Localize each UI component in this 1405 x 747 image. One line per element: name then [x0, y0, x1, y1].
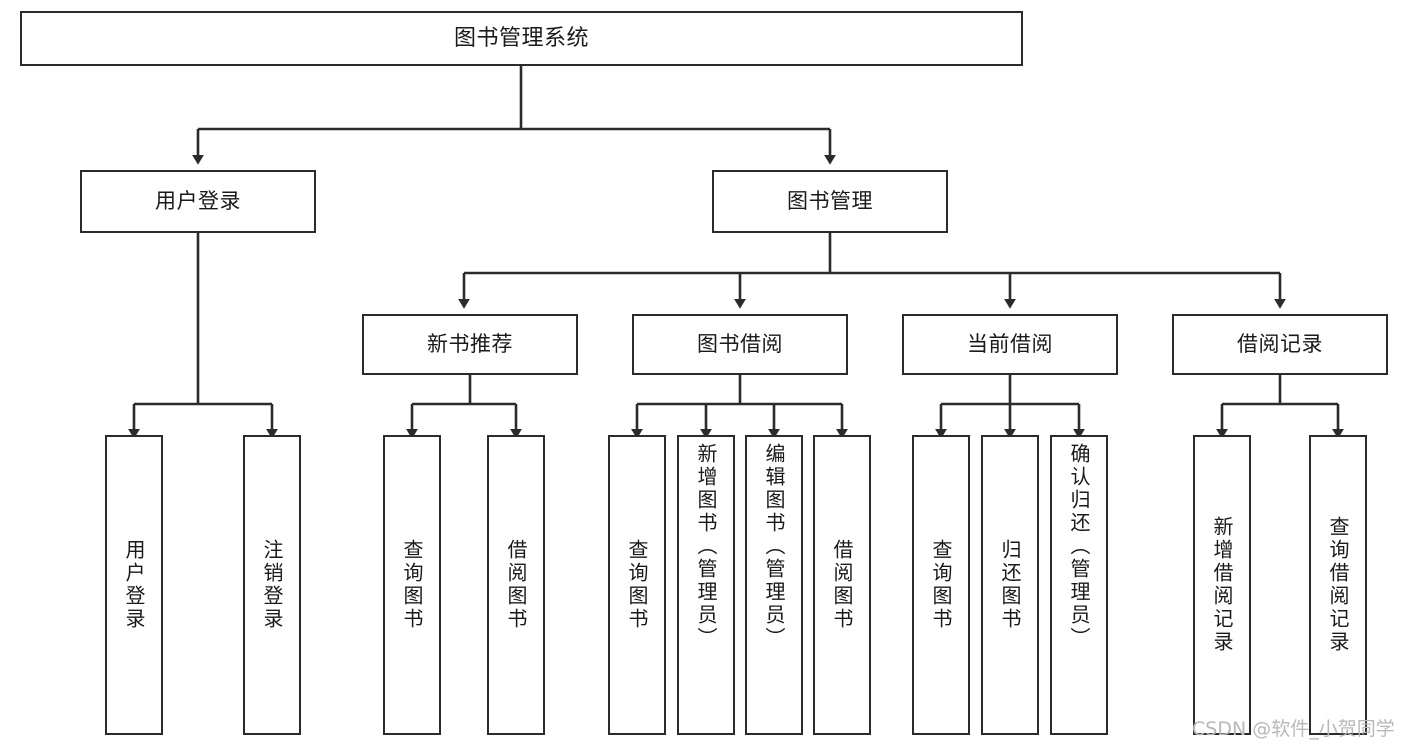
- node-leaf-add-record[interactable]: 新增借阅记录: [1193, 435, 1251, 735]
- node-leaf-return-book[interactable]: 归还图书: [981, 435, 1039, 735]
- node-current-borrow[interactable]: 当前借阅: [902, 314, 1118, 375]
- node-label: 图书管理系统: [453, 25, 589, 51]
- node-borrow-record[interactable]: 借阅记录: [1172, 314, 1388, 375]
- node-leaf-borrow-book-2[interactable]: 借阅图书: [813, 435, 871, 735]
- node-label: 当前借阅: [967, 332, 1053, 357]
- node-book-management[interactable]: 图书管理: [712, 170, 948, 233]
- node-leaf-add-book[interactable]: 新增图书（管理员）: [677, 435, 735, 735]
- node-book-borrow[interactable]: 图书借阅: [632, 314, 848, 375]
- node-label: 图书借阅: [697, 332, 783, 357]
- node-leaf-query-book-1[interactable]: 查询图书: [383, 435, 441, 735]
- node-label: 查询图书: [929, 539, 953, 631]
- node-leaf-user-login[interactable]: 用户登录: [105, 435, 163, 735]
- node-label: 新增借阅记录: [1210, 516, 1234, 654]
- node-label: 图书管理: [787, 189, 873, 214]
- node-label: 借阅图书: [830, 539, 854, 631]
- node-leaf-query-record[interactable]: 查询借阅记录: [1309, 435, 1367, 735]
- node-label: 用户登录: [122, 539, 146, 631]
- node-user-login[interactable]: 用户登录: [80, 170, 316, 233]
- node-label: 查询图书: [625, 539, 649, 631]
- node-label: 用户登录: [155, 189, 241, 214]
- node-leaf-confirm-return[interactable]: 确认归还（管理员）: [1050, 435, 1108, 735]
- node-leaf-query-book-2[interactable]: 查询图书: [608, 435, 666, 735]
- node-leaf-borrow-book-1[interactable]: 借阅图书: [487, 435, 545, 735]
- node-root-system[interactable]: 图书管理系统: [20, 11, 1023, 66]
- node-label: 新书推荐: [427, 332, 513, 357]
- node-new-book-recommend[interactable]: 新书推荐: [362, 314, 578, 375]
- node-leaf-logout-login[interactable]: 注销登录: [243, 435, 301, 735]
- node-label: 借阅记录: [1237, 332, 1323, 357]
- node-label: 注销登录: [260, 539, 284, 631]
- csdn-watermark: CSDN @软件_小贺同学: [1192, 718, 1395, 740]
- node-label: 编辑图书（管理员）: [762, 443, 786, 650]
- node-leaf-edit-book[interactable]: 编辑图书（管理员）: [745, 435, 803, 735]
- node-label: 归还图书: [998, 539, 1022, 631]
- node-label: 确认归还（管理员）: [1067, 443, 1091, 650]
- node-label: 查询借阅记录: [1326, 516, 1350, 654]
- node-leaf-query-book-3[interactable]: 查询图书: [912, 435, 970, 735]
- node-label: 新增图书（管理员）: [694, 443, 718, 650]
- node-label: 借阅图书: [504, 539, 528, 631]
- node-label: 查询图书: [400, 539, 424, 631]
